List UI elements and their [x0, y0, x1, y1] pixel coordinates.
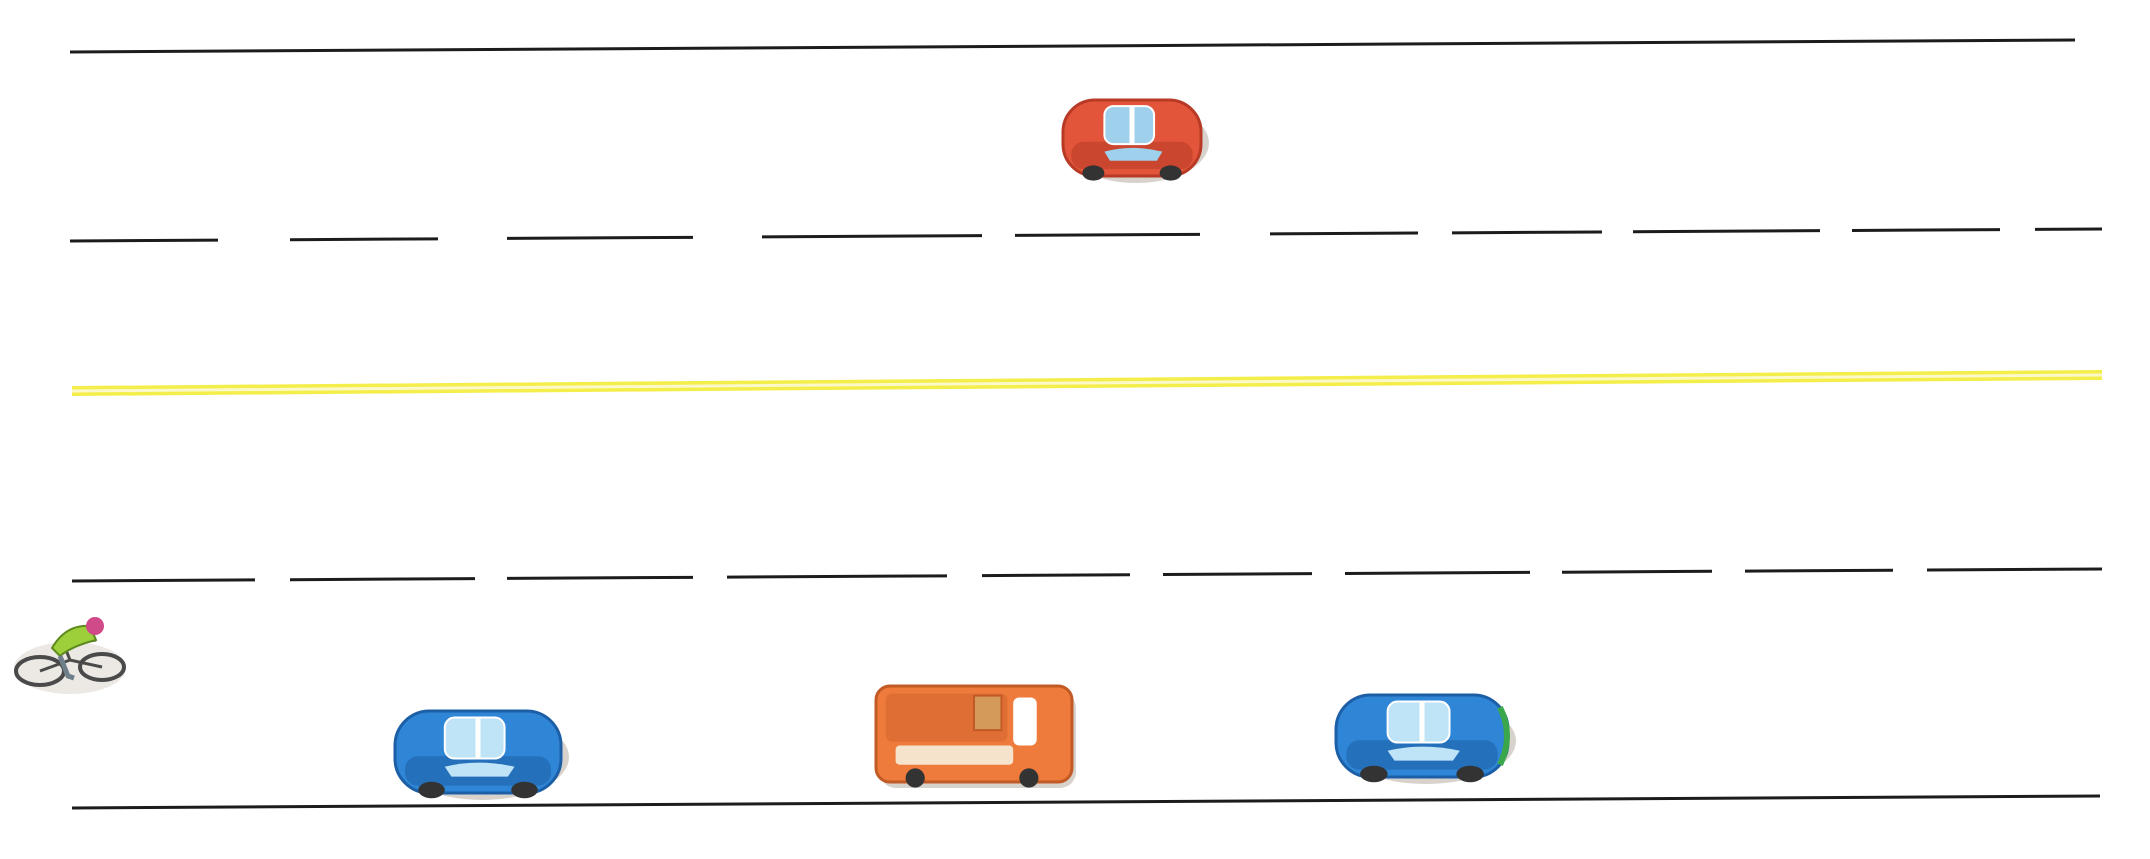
car-wheel — [1456, 765, 1484, 783]
car-wheel — [511, 781, 538, 799]
blue-car — [393, 709, 569, 800]
center-line-gap — [71, 373, 2103, 393]
vehicles — [14, 98, 1516, 800]
lane-dash-upper — [761, 234, 983, 239]
red-car — [1061, 98, 1209, 183]
lane-dash-lower — [1344, 570, 1531, 575]
van-side-windows — [895, 745, 1014, 765]
car-roof-window — [1386, 700, 1451, 744]
road-edge-bottom — [71, 794, 2101, 810]
car-accent — [1497, 705, 1510, 767]
lane-dash-lower — [506, 575, 694, 580]
car-wheel — [1360, 765, 1388, 783]
lane-dash-upper — [289, 237, 439, 242]
lane-dash-lower — [1926, 567, 2103, 572]
lane-dash-upper — [1451, 230, 1603, 235]
car-side-window — [444, 762, 515, 777]
car-wheel — [418, 781, 445, 799]
road-markings — [69, 38, 2103, 810]
car-roof-window — [1103, 105, 1156, 146]
lane-dash-upper — [69, 238, 219, 243]
lane-dash-upper — [1632, 229, 1821, 234]
car-roof-window — [443, 716, 506, 760]
cyclist-leg — [57, 655, 75, 681]
cyclist-body — [50, 624, 98, 658]
lane-dash-lower — [1561, 569, 1713, 574]
car-side-window — [1104, 147, 1163, 161]
lane-dash-upper — [1851, 228, 2001, 232]
car-wheel — [1082, 165, 1105, 181]
lane-dash-lower — [726, 574, 948, 579]
van-roof-rack — [973, 694, 1003, 732]
car-side-window — [1387, 746, 1460, 761]
lane-dash-upper — [1014, 232, 1201, 237]
cyclist-helmet — [86, 617, 104, 635]
lane-dash-upper — [1269, 231, 1419, 236]
orange-van — [874, 684, 1076, 788]
lane-dash-lower — [1744, 568, 1894, 573]
lane-dash-lower — [71, 578, 256, 583]
van-wheel — [905, 768, 925, 788]
van-windshield — [1013, 697, 1037, 746]
van-wheel — [1019, 768, 1039, 788]
cyclist — [14, 617, 126, 694]
road-edge-top — [69, 38, 2076, 54]
lane-dash-upper — [506, 235, 694, 240]
lane-dash-lower — [289, 577, 476, 582]
bike-wheel-front — [78, 652, 126, 682]
blue-car — [1334, 693, 1516, 784]
car-wheel — [1159, 165, 1182, 181]
lane-dash-lower — [981, 573, 1131, 578]
lane-dash-lower — [1162, 572, 1313, 577]
